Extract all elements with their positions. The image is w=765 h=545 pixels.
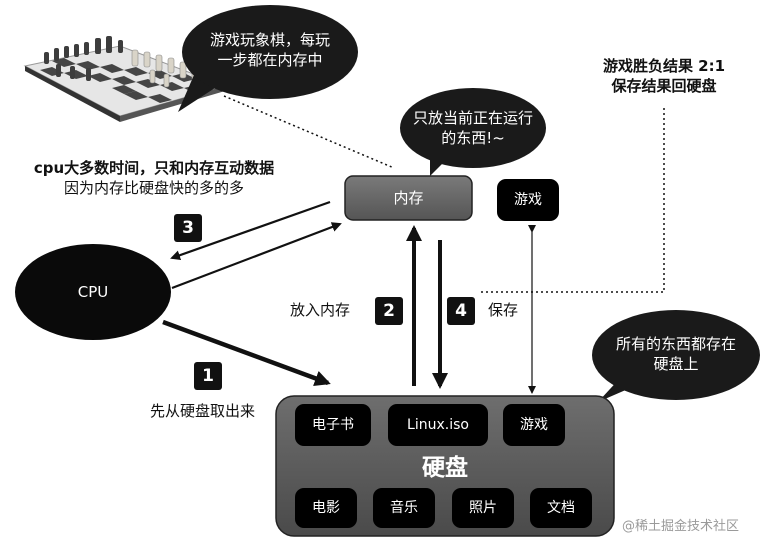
step-2-label: 放入内存 <box>290 301 351 319</box>
cpu-label: CPU <box>77 283 109 301</box>
disk-item-game: 游戏 <box>503 404 565 446</box>
disk-item-ebook: 电子书 <box>295 404 371 446</box>
chess-note-text: 游戏玩象棋，每玩 一步都在内存中 <box>190 30 350 70</box>
disk-item-photos: 照片 <box>452 488 514 528</box>
watermark: @稀土掘金技术社区 <box>622 519 740 534</box>
cpu-to-memory-arrow <box>171 222 342 290</box>
game-result-note: 游戏胜负结果 2:1 保存结果回硬盘 <box>588 56 740 96</box>
game-result-line-2: 保存结果回硬盘 <box>611 77 717 95</box>
disk-title: 硬盘 <box>422 455 468 481</box>
chess-to-memory-connector <box>223 95 395 169</box>
memory-box <box>344 175 473 221</box>
step-2-badge: 2 <box>375 297 403 325</box>
memory-note-bubble <box>400 88 546 176</box>
step-3-badge: 3 <box>174 214 202 242</box>
chess-note-line-2: 一步都在内存中 <box>217 51 323 69</box>
disk-item-movies: 电影 <box>295 488 357 528</box>
step-4-badge: 4 <box>447 297 475 325</box>
cpu-note-line-1: cpu大多数时间，只和内存互动数据 <box>33 159 275 177</box>
memory-note-line-1: 只放当前正在运行 <box>412 109 533 127</box>
disk-note-text: 所有的东西都存在 硬盘上 <box>601 334 751 374</box>
cpu-to-disk-arrow <box>162 319 331 386</box>
memory-note-text: 只放当前正在运行 的东西!~ <box>403 108 543 148</box>
disk-item-music: 音乐 <box>373 488 435 528</box>
chess-note-line-1: 游戏玩象棋，每玩 <box>209 31 330 49</box>
memory-to-cpu-arrow <box>170 200 331 261</box>
memory-label: 内存 <box>393 189 424 207</box>
running-game-chip: 游戏 <box>497 179 559 221</box>
chess-board-illustration <box>23 36 227 122</box>
disk-note-bubble <box>592 310 760 402</box>
step-1-label: 先从硬盘取出来 <box>150 402 256 420</box>
chess-note-bubble <box>178 5 358 112</box>
step-1-badge: 1 <box>194 362 222 390</box>
disk-note-line-2: 硬盘上 <box>653 355 699 373</box>
disk-item-linux-iso: Linux.iso <box>388 404 488 446</box>
disk-item-documents: 文档 <box>530 488 592 528</box>
disk-note-line-1: 所有的东西都存在 <box>615 335 736 353</box>
step-4-label: 保存 <box>488 301 519 319</box>
result-to-disk-connector <box>478 108 665 293</box>
game-result-line-1: 游戏胜负结果 2:1 <box>602 57 726 75</box>
cpu-node <box>15 244 171 340</box>
memory-note-line-2: 的东西!~ <box>441 129 505 147</box>
cpu-note: cpu大多数时间，只和内存互动数据 因为内存比硬盘快的多的多 <box>4 158 304 198</box>
cpu-note-line-2: 因为内存比硬盘快的多的多 <box>63 179 244 197</box>
